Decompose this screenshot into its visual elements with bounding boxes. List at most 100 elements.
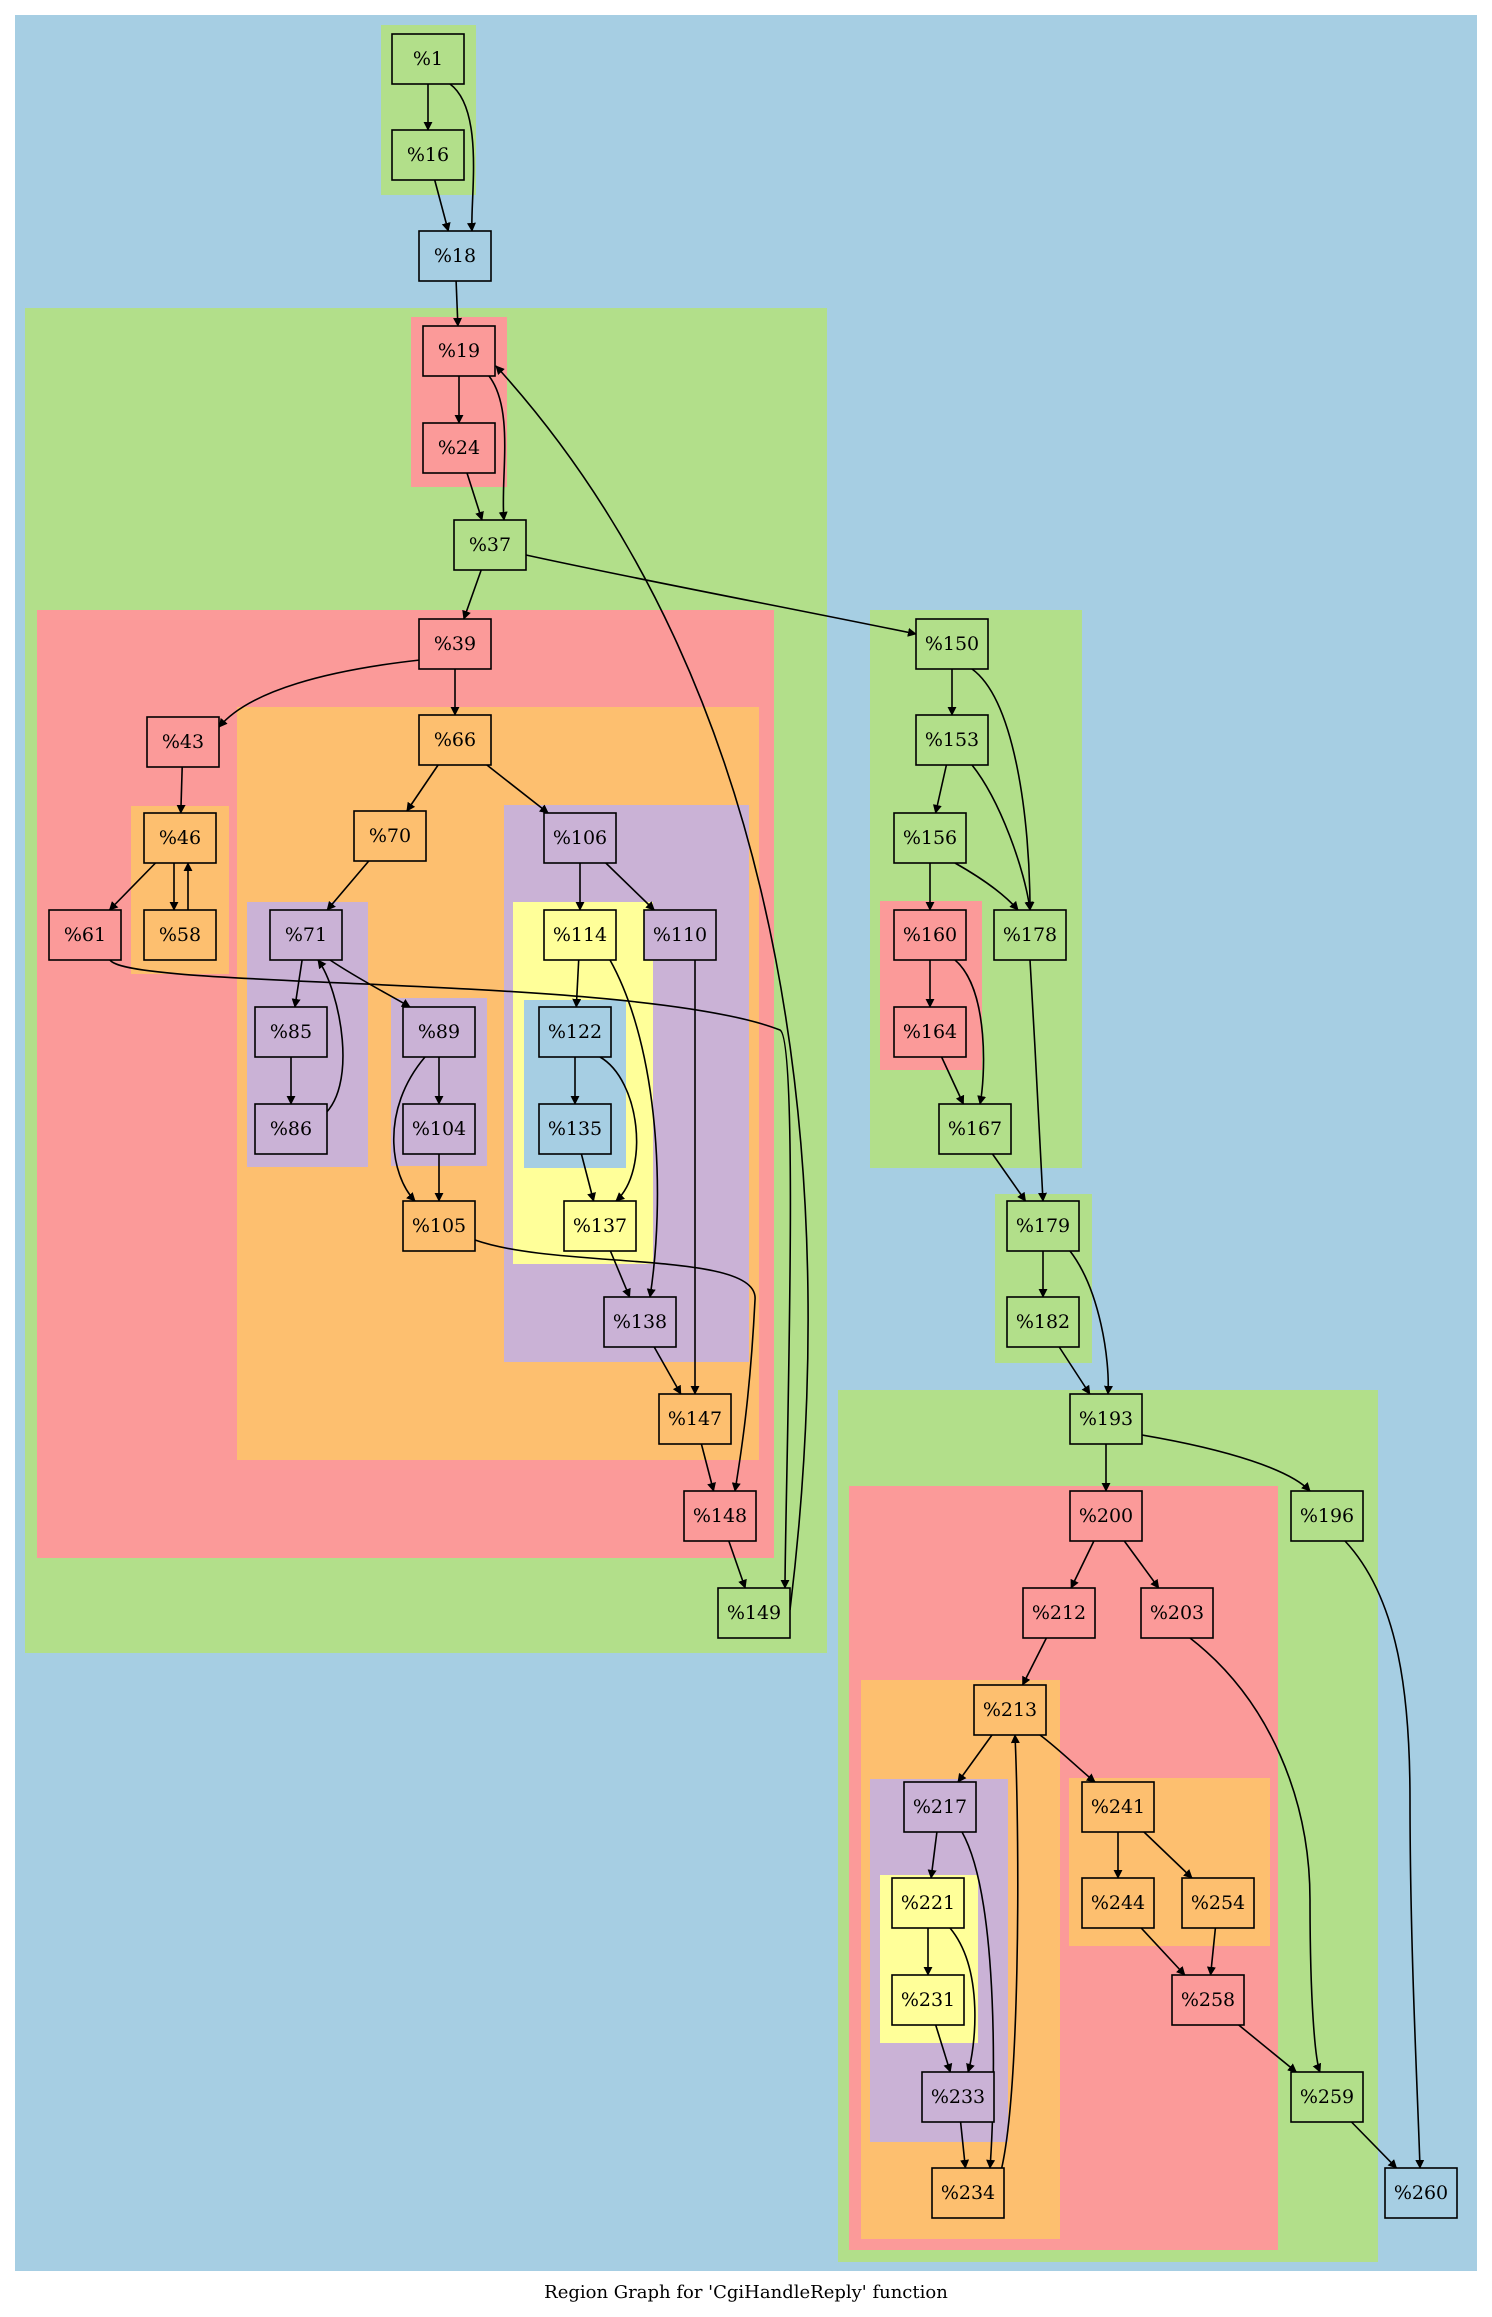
node-box: [683, 1490, 757, 1542]
node-label: %114: [553, 924, 607, 946]
node-1[interactable]: %1: [391, 33, 465, 85]
node-86[interactable]: %86: [254, 1103, 328, 1155]
node-70[interactable]: %70: [353, 810, 427, 862]
edge-200-to-212: [1070, 1540, 1095, 1589]
node-233[interactable]: %233: [921, 2071, 995, 2123]
node-box: [1171, 1974, 1245, 2026]
node-259[interactable]: %259: [1290, 2071, 1364, 2123]
node-label: %193: [1079, 1408, 1133, 1430]
edge-37-to-39: [462, 569, 482, 620]
node-85[interactable]: %85: [254, 1006, 328, 1058]
edge-89-to-105: [392, 1056, 426, 1202]
edge-86-to-71: [317, 959, 344, 1119]
node-label: %148: [693, 1505, 747, 1527]
edge-258-to-259: [1238, 2024, 1297, 2073]
node-234[interactable]: %234: [931, 2167, 1005, 2219]
edge-153-to-156: [932, 764, 948, 814]
node-196[interactable]: %196: [1290, 1490, 1364, 1542]
edge-179-to-193: [1069, 1250, 1113, 1395]
node-150[interactable]: %150: [915, 618, 989, 670]
node-46[interactable]: %46: [143, 812, 217, 864]
node-258[interactable]: %258: [1171, 1974, 1245, 2026]
edge-43-to-46: [176, 766, 186, 814]
node-box: [993, 909, 1067, 961]
node-89[interactable]: %89: [402, 1006, 476, 1058]
node-164[interactable]: %164: [893, 1006, 967, 1058]
node-167[interactable]: %167: [938, 1103, 1012, 1155]
node-box: [418, 618, 492, 670]
node-box: [1140, 1587, 1214, 1639]
node-104[interactable]: %104: [402, 1103, 476, 1155]
node-221[interactable]: %221: [891, 1877, 965, 1929]
node-135[interactable]: %135: [538, 1103, 612, 1155]
node-241[interactable]: %241: [1081, 1781, 1155, 1833]
node-24[interactable]: %24: [422, 422, 496, 474]
node-260[interactable]: %260: [1384, 2167, 1458, 2219]
node-200[interactable]: %200: [1069, 1490, 1143, 1542]
node-148[interactable]: %148: [683, 1490, 757, 1542]
node-156[interactable]: %156: [893, 812, 967, 864]
node-label: %16: [407, 144, 449, 166]
node-244[interactable]: %244: [1081, 1877, 1155, 1929]
node-box: [915, 618, 989, 670]
node-box: [893, 909, 967, 961]
node-label: %70: [369, 825, 411, 847]
node-149[interactable]: %149: [717, 1587, 791, 1639]
node-43[interactable]: %43: [146, 716, 220, 768]
node-label: %37: [469, 534, 511, 556]
node-153[interactable]: %153: [915, 714, 989, 766]
node-label: %135: [548, 1118, 602, 1140]
edge-200-to-203: [1123, 1540, 1160, 1589]
node-178[interactable]: %178: [993, 909, 1067, 961]
node-203[interactable]: %203: [1140, 1587, 1214, 1639]
node-106[interactable]: %106: [543, 812, 617, 864]
node-58[interactable]: %58: [143, 909, 217, 961]
node-39[interactable]: %39: [418, 618, 492, 670]
node-66[interactable]: %66: [418, 714, 492, 766]
edge-16-to-18: [433, 179, 451, 232]
edge-122-to-137: [599, 1056, 638, 1202]
node-212[interactable]: %212: [1022, 1587, 1096, 1639]
node-box: [603, 1296, 677, 1348]
edge-196-to-260: [1344, 1540, 1425, 2169]
node-label: %106: [553, 827, 607, 849]
node-label: %105: [412, 1215, 466, 1237]
node-61[interactable]: %61: [48, 909, 122, 961]
node-18[interactable]: %18: [418, 230, 492, 282]
node-160[interactable]: %160: [893, 909, 967, 961]
node-231[interactable]: %231: [891, 1974, 965, 2026]
node-182[interactable]: %182: [1006, 1296, 1080, 1348]
node-box: [143, 909, 217, 961]
node-box: [1069, 1393, 1143, 1445]
node-254[interactable]: %254: [1181, 1877, 1255, 1929]
node-179[interactable]: %179: [1006, 1200, 1080, 1252]
node-label: %259: [1300, 2086, 1354, 2108]
node-147[interactable]: %147: [658, 1393, 732, 1445]
node-213[interactable]: %213: [973, 1684, 1047, 1736]
node-box: [1181, 1877, 1255, 1929]
node-217[interactable]: %217: [903, 1781, 977, 1833]
node-105[interactable]: %105: [402, 1200, 476, 1252]
node-193[interactable]: %193: [1069, 1393, 1143, 1445]
node-label: %122: [548, 1021, 602, 1043]
edge-114-to-122: [572, 959, 582, 1008]
node-box: [1384, 2167, 1458, 2219]
node-label: %153: [925, 729, 979, 751]
node-37[interactable]: %37: [453, 519, 527, 571]
node-box: [893, 1006, 967, 1058]
node-box: [402, 1006, 476, 1058]
node-box: [915, 714, 989, 766]
edge-164-to-167: [940, 1056, 965, 1105]
node-110[interactable]: %110: [643, 909, 717, 961]
node-138[interactable]: %138: [603, 1296, 677, 1348]
node-19[interactable]: %19: [422, 325, 496, 377]
node-137[interactable]: %137: [563, 1200, 637, 1252]
edge-231-to-233: [934, 2024, 953, 2073]
node-114[interactable]: %114: [543, 909, 617, 961]
diagram-caption: Region Graph for 'CgiHandleReply' functi…: [544, 2282, 948, 2303]
node-122[interactable]: %122: [538, 1006, 612, 1058]
node-label: %244: [1091, 1892, 1145, 1914]
node-16[interactable]: %16: [391, 129, 465, 181]
node-71[interactable]: %71: [269, 909, 343, 961]
